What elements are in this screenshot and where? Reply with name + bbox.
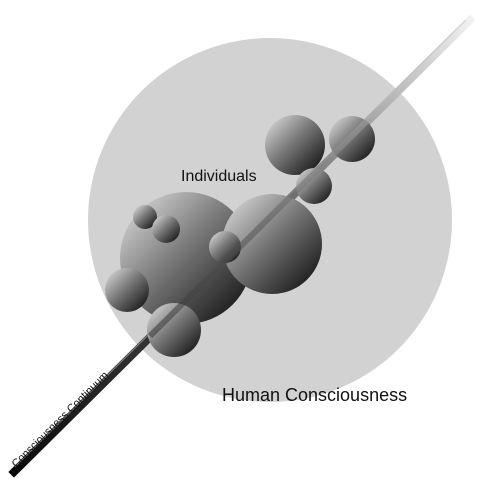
continuum-label: Consciousness Continuum: [10, 369, 111, 470]
individual-sphere: [265, 115, 325, 175]
individual-sphere: [152, 215, 180, 243]
human-consciousness-label: Human Consciousness: [222, 385, 407, 405]
individual-sphere: [105, 268, 149, 312]
individuals-label: Individuals: [181, 168, 257, 185]
